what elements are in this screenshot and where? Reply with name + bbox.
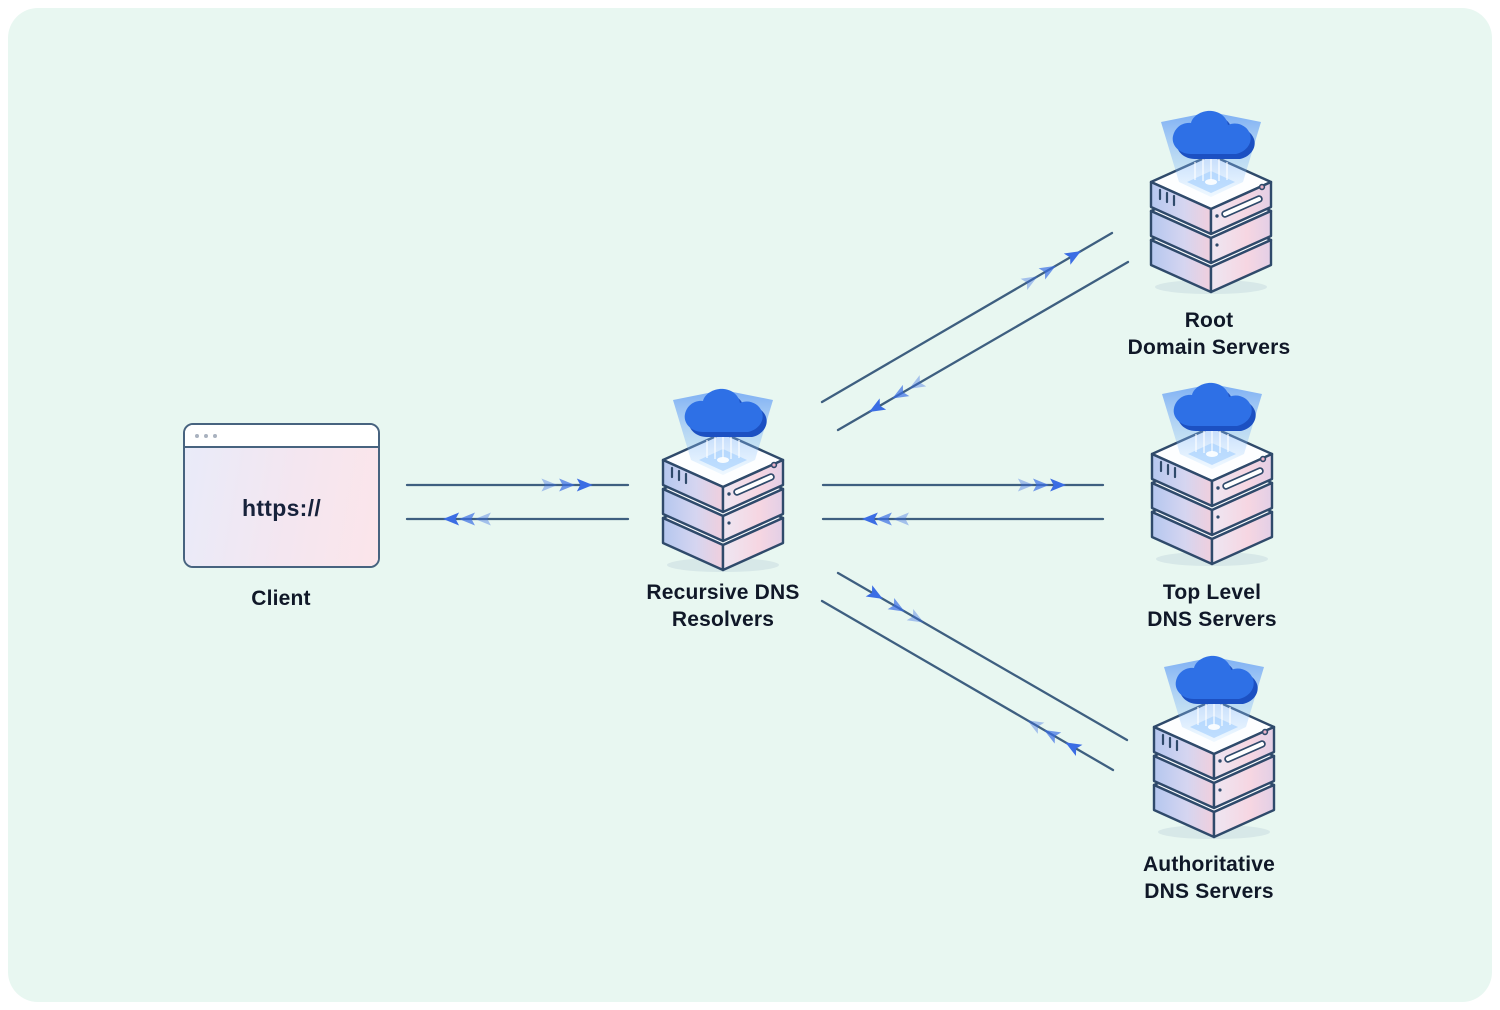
arrowhead-icon (906, 608, 924, 623)
arrowhead-icon (892, 384, 910, 399)
recursive-dns-resolvers-server-icon (661, 388, 785, 572)
root-domain-servers-server-icon (1149, 110, 1273, 294)
edge-client-to-resolver-request (405, 478, 630, 492)
edge-root-to-resolver-response (836, 260, 1130, 432)
window-dot-icon (204, 433, 208, 438)
arrowhead-icon (1050, 478, 1067, 492)
window-dot-icon (195, 433, 199, 438)
edge-auth-to-resolver-response (820, 599, 1115, 772)
arrowhead-icon (1063, 251, 1081, 265)
url-text: https:// (241, 494, 322, 521)
client-browser-window: https:// (183, 423, 380, 568)
browser-body: https:// (185, 448, 378, 566)
edge-resolver-to-tld-request (821, 478, 1105, 492)
arrowhead-icon (1038, 265, 1056, 280)
edge-resolver-to-client-response (405, 512, 630, 526)
edge-tld-to-resolver-response (821, 512, 1105, 526)
edge-resolver-to-root-request (820, 231, 1114, 404)
arrowhead-icon (1065, 742, 1083, 756)
edge-resolver-to-auth-request (836, 571, 1129, 742)
root-domain-servers-label: Root Domain Servers (1127, 309, 1291, 359)
recursive-dns-resolvers-label: Recursive DNS Resolvers (646, 581, 800, 631)
arrowhead-icon (1033, 478, 1049, 492)
arrowhead-icon (443, 512, 460, 526)
arrowhead-icon (865, 585, 883, 599)
arrowhead-icon (861, 512, 878, 526)
top-level-dns-servers-label: Top Level DNS Servers (1147, 581, 1277, 631)
arrowhead-icon (869, 398, 887, 412)
arrowhead-icon (474, 512, 491, 526)
arrowhead-icon (887, 597, 905, 612)
arrowhead-icon (892, 512, 909, 526)
arrowhead-icon (1044, 729, 1062, 744)
arrowhead-icon (1020, 276, 1038, 290)
arrowhead-icon (458, 512, 475, 526)
arrowhead-icon (1017, 478, 1034, 492)
authoritative-dns-servers-server-icon (1152, 655, 1276, 839)
arrowhead-icon (875, 512, 892, 526)
arrowhead-icon (1027, 720, 1045, 734)
authoritative-dns-servers-label: Authoritative DNS Servers (1142, 853, 1276, 903)
window-dot-icon (213, 433, 217, 438)
top-level-dns-servers-server-icon (1150, 382, 1274, 566)
browser-titlebar (185, 425, 378, 448)
arrowhead-icon (576, 478, 593, 492)
arrowhead-icon (909, 375, 927, 389)
arrowhead-icon (559, 478, 576, 492)
client-label: Client (251, 587, 311, 610)
arrowhead-icon (541, 478, 558, 492)
